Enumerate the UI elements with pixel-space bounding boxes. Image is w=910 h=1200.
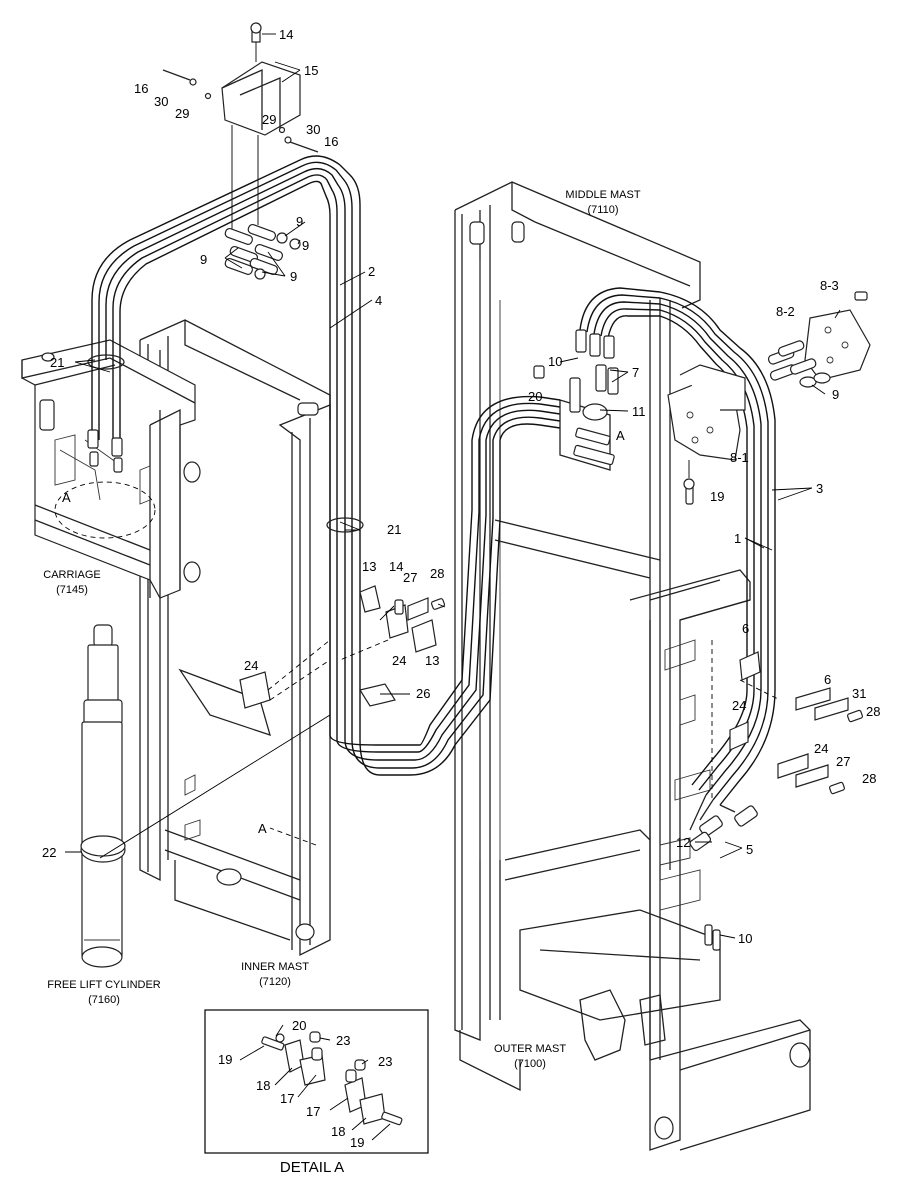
callout-label: 28	[866, 704, 880, 719]
callout-label: 24	[732, 698, 746, 713]
callout-label: 30	[306, 122, 320, 137]
callout-label: 9	[832, 387, 839, 402]
callout-label: 19	[218, 1052, 232, 1067]
callout-label: 2	[368, 264, 375, 279]
callout-label: 8-3	[820, 278, 839, 293]
carriage	[21, 339, 201, 599]
outer-mast	[459, 569, 811, 1151]
inner-mast-label: INNER MAST	[241, 961, 309, 973]
outer-mast-code: (7100)	[514, 1058, 546, 1070]
free-lift-cylinder-code: (7160)	[88, 994, 120, 1006]
callout-label: 24	[814, 741, 828, 756]
detail-a-title: DETAIL A	[280, 1159, 344, 1176]
hose-bundle-right	[559, 287, 776, 852]
middle-mast-code: (7110)	[588, 204, 619, 216]
callout-label: 24	[244, 658, 258, 673]
callout-label: 29	[262, 112, 276, 127]
detail-marker-middle-mast: A	[616, 428, 625, 443]
callout-label: 10	[738, 931, 752, 946]
small-bracket-parts	[239, 365, 863, 951]
callout-label: 13	[425, 653, 439, 668]
callout-label: 28	[430, 566, 444, 581]
callout-label: 16	[324, 134, 338, 149]
callout-label: 28	[862, 771, 876, 786]
callout-label: 15	[304, 63, 318, 78]
callout-label: 21	[387, 522, 401, 537]
middle-mast-label: MIDDLE MAST	[565, 189, 640, 201]
free-lift-cylinder	[80, 624, 126, 968]
callout-label: 19	[350, 1135, 364, 1150]
callout-label: 31	[852, 686, 866, 701]
callout-label: 6	[742, 621, 749, 636]
roller-group-upper	[224, 223, 301, 280]
callout-label: 24	[392, 653, 406, 668]
callout-label: 22	[42, 845, 56, 860]
inner-mast-code: (7120)	[259, 976, 291, 988]
outer-mast-label: OUTER MAST	[494, 1043, 566, 1055]
callout-label: 16	[134, 81, 148, 96]
callout-label: 23	[378, 1054, 392, 1069]
callout-label: 6	[824, 672, 831, 687]
callout-label: 21	[50, 355, 64, 370]
callout-label: 19	[710, 489, 724, 504]
upper-bracket-assembly	[162, 22, 319, 230]
callout-label: 18	[256, 1078, 270, 1093]
dashed-leaders	[267, 639, 781, 846]
callout-label: 3	[816, 481, 823, 496]
callout-label: 17	[280, 1091, 294, 1106]
callout-label: 20	[528, 389, 542, 404]
detail-a-inset	[204, 1009, 429, 1154]
callout-label: 23	[336, 1033, 350, 1048]
detail-marker-carriage: A	[62, 490, 71, 505]
callout-label: 12	[676, 835, 690, 850]
callout-label: 18	[331, 1124, 345, 1139]
callout-label: 1	[734, 531, 741, 546]
callout-label: 27	[403, 570, 417, 585]
hose-clamps	[87, 354, 364, 533]
callout-label: 14	[279, 27, 293, 42]
inner-mast	[139, 319, 331, 957]
callout-label: 26	[416, 686, 430, 701]
callout-label: 20	[292, 1018, 306, 1033]
callout-label: 17	[306, 1104, 320, 1119]
callout-leaders	[65, 33, 841, 939]
carriage-label: CARRIAGE	[43, 569, 100, 581]
callout-label: 29	[175, 106, 189, 121]
free-lift-cylinder-label: FREE LIFT CYLINDER	[47, 979, 161, 991]
detail-marker-inner-mast: A	[258, 821, 267, 836]
callout-label: 9	[302, 238, 309, 253]
callout-label: 27	[836, 754, 850, 769]
callout-label: 10	[548, 354, 562, 369]
callout-label: 5	[746, 842, 753, 857]
hose-bundle-left	[87, 155, 561, 776]
callout-label: 14	[389, 559, 403, 574]
callout-label: 13	[362, 559, 376, 574]
callout-label: 4	[375, 293, 382, 308]
callout-label: 9	[290, 269, 297, 284]
callout-label: 8-1	[730, 450, 749, 465]
part-callouts: 14 15 16 30 29 29 30 16 9 9 9 9 2 4 21 A…	[42, 27, 880, 1150]
callout-label: 8-2	[776, 304, 795, 319]
callout-label: 7	[632, 365, 639, 380]
callout-label: 30	[154, 94, 168, 109]
callout-label: 9	[296, 214, 303, 229]
callout-label: 9	[200, 252, 207, 267]
roller-pin-group	[767, 340, 831, 388]
carriage-code: (7145)	[56, 584, 88, 596]
sheave-bracket-assembly	[667, 291, 871, 505]
assembly-labels: MIDDLE MAST (7110) CARRIAGE (7145) FREE …	[43, 189, 641, 1176]
callout-label: 11	[632, 404, 646, 419]
middle-mast	[454, 181, 701, 1060]
